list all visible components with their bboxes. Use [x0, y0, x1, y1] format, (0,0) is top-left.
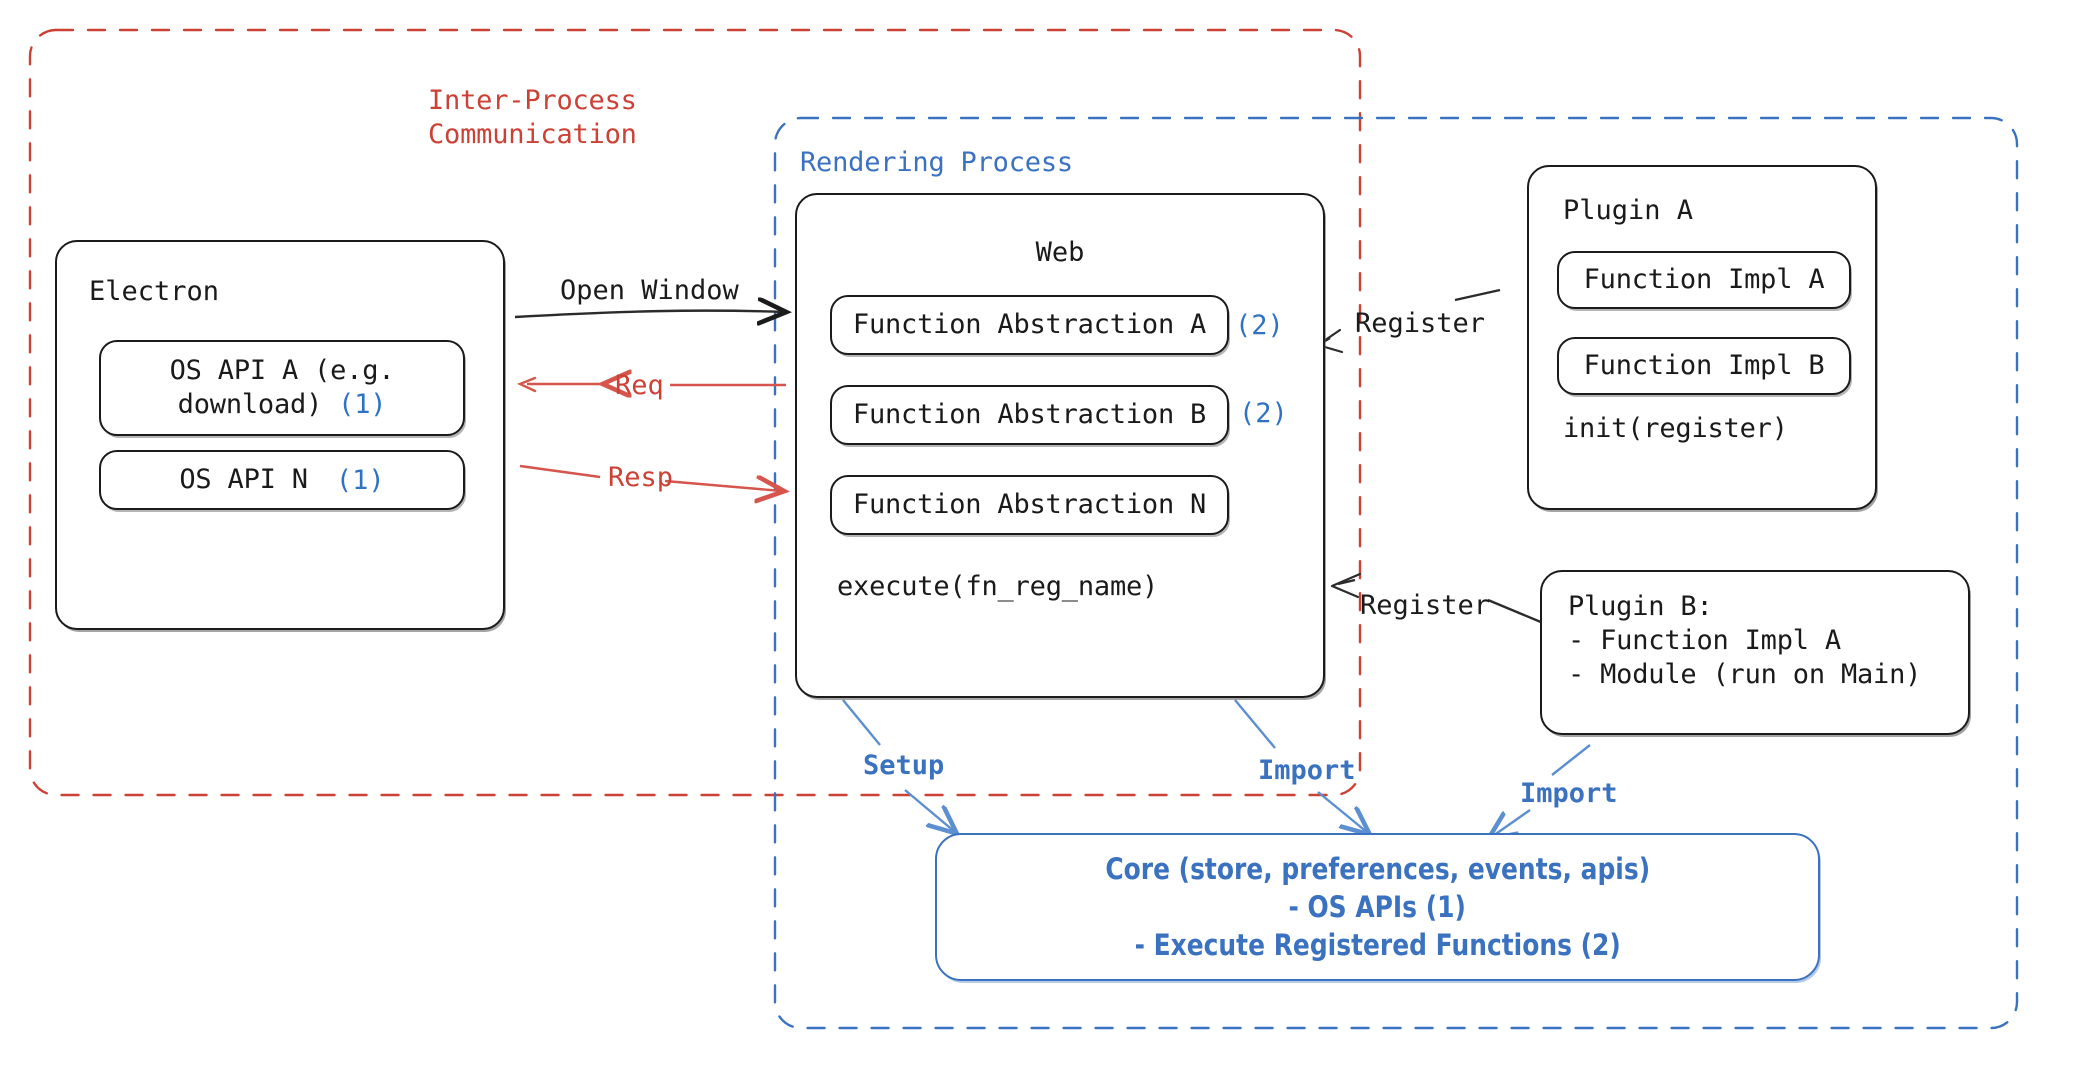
core-line-1: - OS APIs (1): [1288, 889, 1467, 924]
plugin-b-title: Plugin B:: [1568, 591, 1713, 622]
edge-label-req: Req: [615, 370, 664, 401]
plugin-a-init-footer: init(register): [1563, 413, 1788, 444]
os-api-a-line2: download)(1): [177, 389, 387, 420]
os-api-a-marker: (1): [338, 389, 387, 420]
plugin-b-line-2: - Module (run on Main): [1568, 658, 1922, 690]
function-impl-a-item[interactable]: Function Impl A: [1557, 251, 1851, 309]
function-abstraction-b-marker: (2): [1239, 398, 1288, 429]
function-impl-b-item[interactable]: Function Impl B: [1557, 337, 1851, 395]
edge-label-open-window: Open Window: [560, 275, 739, 306]
os-api-n-label: OS API N: [179, 464, 308, 496]
edge-label-register-plugin-b: Register: [1360, 590, 1491, 621]
function-impl-b-label: Function Impl B: [1583, 350, 1825, 382]
edge-open-window: [514, 311, 784, 317]
electron-title: Electron: [89, 276, 220, 307]
rendering-container-label: Rendering Process: [800, 147, 1073, 178]
os-api-a-line1: OS API A (e.g.: [169, 355, 395, 387]
core-line-2: - Execute Registered Functions (2): [1134, 928, 1621, 963]
function-abstraction-a-label: Function Abstraction A: [852, 309, 1207, 341]
edge-label-import-plugin-b: Import: [1520, 778, 1618, 809]
os-api-n-marker: (1): [335, 464, 385, 496]
os-api-n-item[interactable]: OS API N (1): [99, 450, 465, 510]
ipc-container-label: Inter-Process Communication: [428, 84, 748, 152]
core-box[interactable]: Core (store, preferences, events, apis) …: [935, 833, 1820, 981]
function-abstraction-n-label: Function Abstraction N: [852, 489, 1207, 521]
plugin-a-title: Plugin A: [1563, 195, 1694, 226]
core-line-0: Core (store, preferences, events, apis): [1105, 851, 1650, 886]
web-title: Web: [1035, 237, 1085, 268]
function-abstraction-b-label: Function Abstraction B: [852, 399, 1207, 431]
edge-label-resp: Resp: [608, 462, 674, 493]
function-abstraction-a-item[interactable]: Function Abstraction A: [830, 295, 1229, 355]
os-api-a-item[interactable]: OS API A (e.g. download)(1): [99, 340, 465, 436]
plugin-a-box[interactable]: Plugin A Function Impl A Function Impl B…: [1527, 165, 1877, 510]
function-impl-a-label: Function Impl A: [1583, 264, 1825, 296]
edge-label-register-plugin-a: Register: [1355, 308, 1486, 339]
plugin-b-box[interactable]: Plugin B: - Function Impl A - Module (ru…: [1540, 570, 1970, 735]
plugin-b-line-1: - Function Impl A: [1568, 624, 1841, 656]
electron-box[interactable]: Electron OS API A (e.g. download)(1) OS …: [55, 240, 505, 630]
function-abstraction-a-marker: (2): [1235, 310, 1284, 341]
web-box[interactable]: Web Function Abstraction A (2) Function …: [795, 193, 1325, 698]
function-abstraction-b-item[interactable]: Function Abstraction B: [830, 385, 1229, 445]
edge-label-setup: Setup: [863, 750, 945, 781]
ipc-label-line2: Communication: [428, 118, 637, 150]
function-abstraction-n-item[interactable]: Function Abstraction N: [830, 475, 1229, 535]
ipc-label-line1: Inter-Process: [428, 85, 637, 116]
web-execute-footer: execute(fn_reg_name): [837, 571, 1159, 602]
edge-label-import-web: Import: [1258, 755, 1356, 786]
